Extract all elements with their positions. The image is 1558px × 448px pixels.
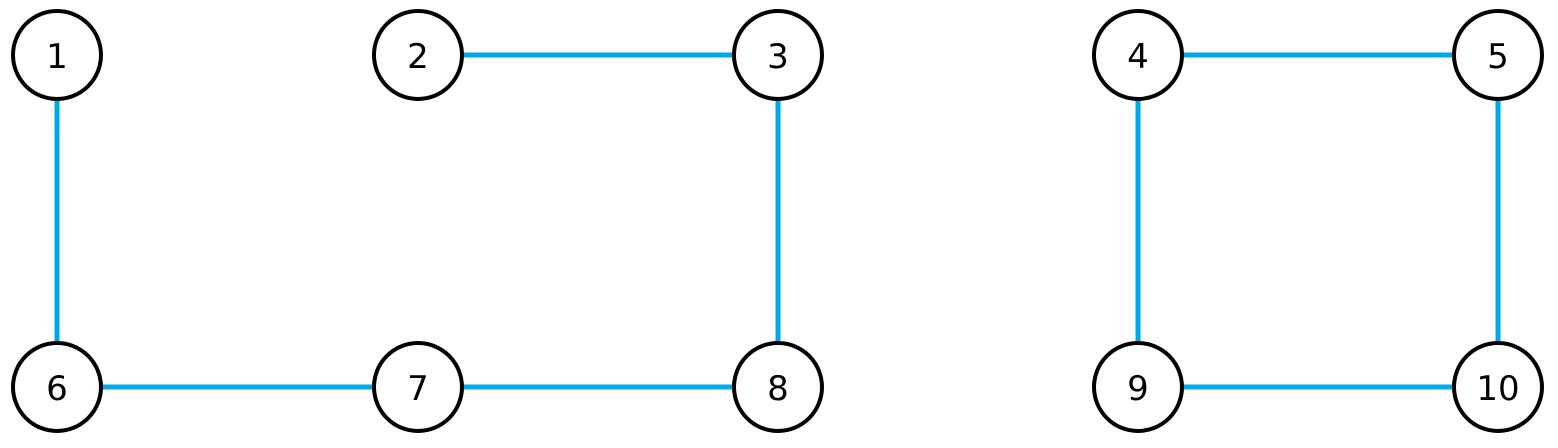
node-label: 2 [407,37,429,77]
node-label: 6 [46,369,68,409]
node-label: 5 [1487,37,1509,77]
node-circle [732,341,824,433]
node-label: 1 [46,37,68,77]
node-circle [372,341,464,433]
node-label: 4 [1127,37,1149,77]
node-label: 7 [407,369,429,409]
node-circle [372,9,464,101]
node-2: 2 [372,9,464,101]
edges-layer [54,52,1501,390]
node-label: 9 [1127,369,1149,409]
node-label: 3 [767,37,789,77]
node-1: 1 [11,9,103,101]
node-3: 3 [732,9,824,101]
node-9: 9 [1092,341,1184,433]
node-circle [1092,9,1184,101]
nodes-layer: 1 2 3 4 5 6 7 8 9 10 [11,9,1544,433]
node-5: 5 [1452,9,1544,101]
node-circle [732,9,824,101]
node-circle [1452,341,1544,433]
node-circle [11,341,103,433]
node-circle [1452,9,1544,101]
node-label: 10 [1476,369,1519,409]
node-10: 10 [1452,341,1544,433]
node-4: 4 [1092,9,1184,101]
node-7: 7 [372,341,464,433]
node-8: 8 [732,341,824,433]
node-circle [11,9,103,101]
node-6: 6 [11,341,103,433]
node-circle [1092,341,1184,433]
node-label: 8 [767,369,789,409]
